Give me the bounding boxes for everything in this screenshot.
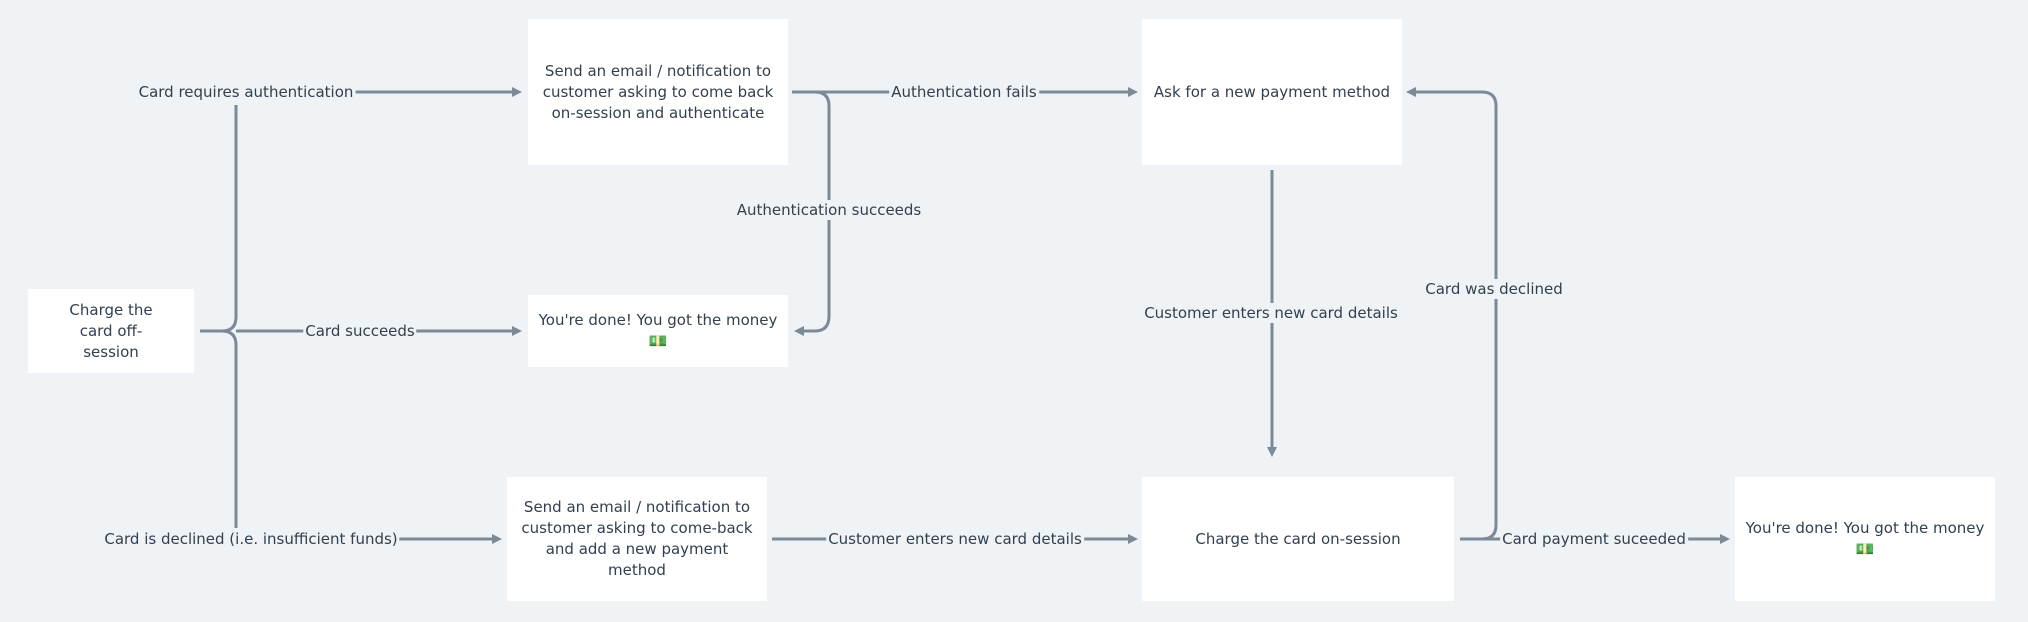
connector-trunk-lower	[221, 329, 238, 528]
edge-label-auth-fails: Authentication fails	[889, 82, 1039, 102]
connector-trunk	[200, 105, 238, 333]
arrowhead	[1267, 447, 1277, 457]
edge-label-auth-succeeds: Authentication succeeds	[734, 200, 924, 220]
node-done-right[interactable]: You're done! You got the money 💵	[1735, 477, 1995, 601]
node-label: Charge the card on-session	[1195, 529, 1401, 548]
connector-auth-succeeds	[802, 90, 831, 333]
arrowhead	[512, 87, 522, 97]
arrowhead	[794, 326, 804, 336]
node-done-top[interactable]: You're done! You got the money 💵	[528, 295, 788, 367]
node-label: Charge the card off-session	[69, 300, 153, 361]
edge-label-customer-enters-bottom: Customer enters new card details	[826, 529, 1084, 549]
edge-label-customer-enters-vertical: Customer enters new card details	[1142, 303, 1400, 323]
node-label: Ask for a new payment method	[1153, 82, 1391, 101]
edge-label-card-payment-succeeded: Card payment suceeded	[1500, 529, 1688, 549]
arrowhead	[1128, 87, 1138, 97]
node-charge-on-session[interactable]: Charge the card on-session	[1142, 477, 1454, 601]
arrowhead	[492, 534, 502, 544]
arrowhead	[1720, 534, 1730, 544]
edge-label-card-declined: Card is declined (i.e. insufficient fund…	[102, 529, 400, 549]
arrowhead	[1406, 87, 1416, 97]
connector-card-was-declined	[1415, 90, 1498, 541]
node-ask-new-method[interactable]: Ask for a new payment method	[1142, 19, 1402, 165]
node-label: You're done! You got the money 💵	[1745, 519, 1985, 558]
node-charge-off-session[interactable]: Charge the card off-session	[28, 289, 194, 373]
node-label: You're done! You got the money 💵	[538, 311, 778, 350]
node-label: Send an email / notification to customer…	[521, 498, 753, 579]
node-email-authenticate[interactable]: Send an email / notification to customer…	[528, 19, 788, 165]
edge-label-card-requires-auth: Card requires authentication	[136, 82, 356, 102]
edge-label-card-succeeds: Card succeeds	[303, 321, 417, 341]
arrowhead	[1128, 534, 1138, 544]
node-email-new-method[interactable]: Send an email / notification to customer…	[507, 477, 767, 601]
node-label: Send an email / notification to customer…	[542, 61, 774, 122]
arrowhead	[512, 326, 522, 336]
edge-label-card-was-declined: Card was declined	[1423, 279, 1565, 299]
